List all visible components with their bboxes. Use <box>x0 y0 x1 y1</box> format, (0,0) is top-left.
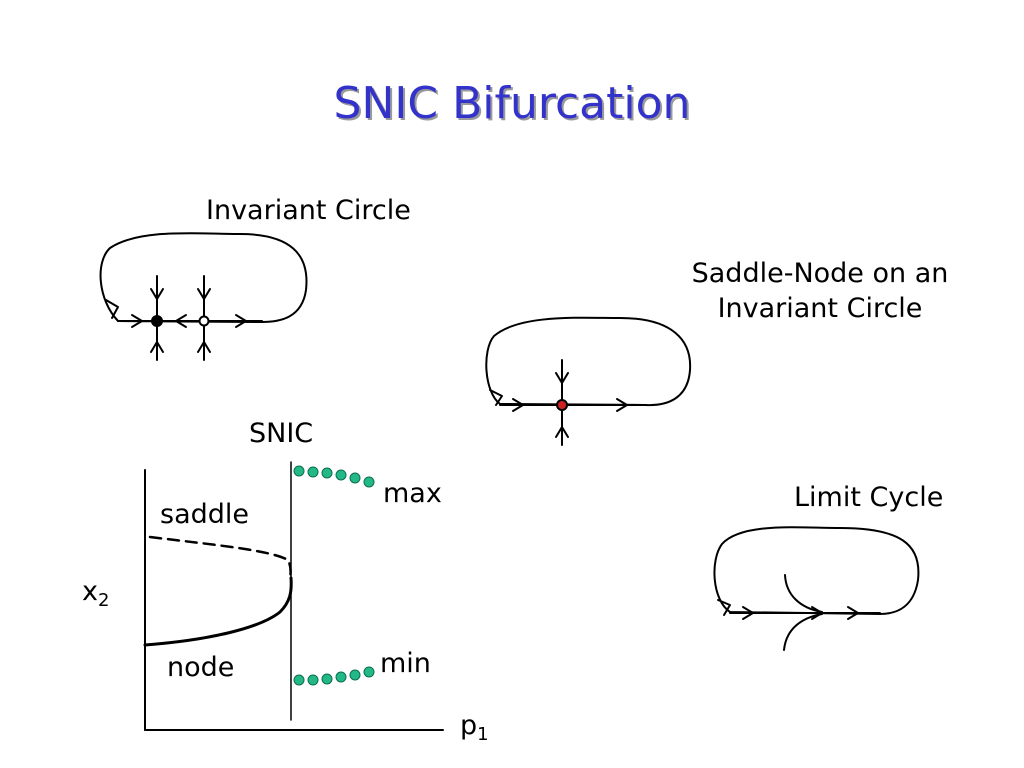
page-title: SNIC Bifurcation <box>333 78 691 129</box>
saddle-node-point <box>556 399 568 411</box>
outer-trajectory <box>783 613 823 651</box>
arrow-icon <box>555 426 569 438</box>
x-axis-label: p1 <box>460 710 489 745</box>
arrow-icon <box>150 341 164 353</box>
arrow-icon <box>105 299 119 319</box>
saddle-point <box>198 315 210 327</box>
arrow-icon <box>742 606 754 620</box>
snic-diagram <box>485 316 692 446</box>
arrow-icon <box>717 599 731 616</box>
arrow-icon <box>489 389 503 406</box>
y-axis-label: x2 <box>82 576 110 611</box>
arrow-icon <box>616 398 628 412</box>
invariant-circle-label: Invariant Circle <box>206 195 411 226</box>
min-label: min <box>380 648 431 679</box>
min-dots <box>293 666 375 686</box>
invariant-circle-loop <box>99 232 308 323</box>
limit-cycle-loop <box>713 526 920 615</box>
max-label: max <box>383 478 442 509</box>
node-label: node <box>167 652 235 683</box>
arrow-icon <box>235 314 247 328</box>
invariant-circle-diagram <box>99 232 308 361</box>
arrow-icon <box>555 372 569 384</box>
snic-loop <box>485 316 692 407</box>
arrow-icon <box>131 314 143 328</box>
bifurcation-graph <box>143 461 444 731</box>
arrow-icon <box>197 288 211 300</box>
node-branch <box>143 576 293 647</box>
arrow-icon <box>512 398 524 412</box>
arrow-icon <box>175 314 187 328</box>
saddle-label: saddle <box>160 499 250 530</box>
limit-cycle-label: Limit Cycle <box>794 482 944 513</box>
snic-label-line-2: Invariant Circle <box>717 293 923 325</box>
arrow-icon <box>197 341 211 353</box>
limit-cycle-diagram <box>713 526 920 651</box>
arrow-icon <box>847 606 859 620</box>
arrow-icon <box>150 288 164 300</box>
snic-label-line-1: Saddle-Node on an <box>691 258 949 289</box>
snic-label: Saddle-Node on an Invariant Circle <box>660 256 980 326</box>
inner-trajectory <box>784 574 823 613</box>
saddle-branch <box>148 535 292 580</box>
stable-node-point <box>151 315 163 327</box>
snic-graph-label: SNIC <box>249 418 314 449</box>
max-dots <box>293 465 375 488</box>
